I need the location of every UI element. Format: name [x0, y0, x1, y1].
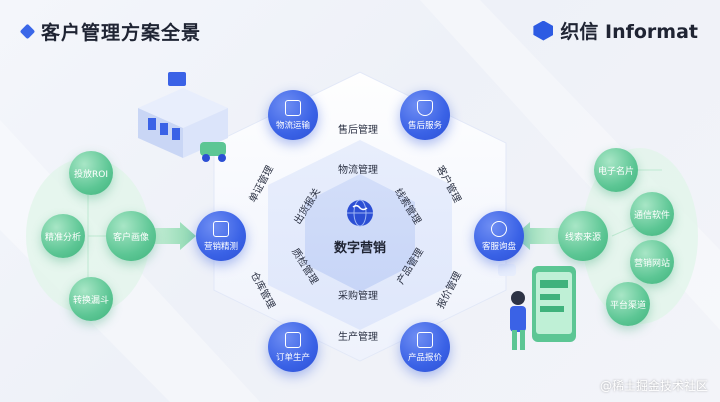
node-product-quote[interactable]: 产品报价: [400, 322, 450, 372]
node-lead-source[interactable]: 线索来源: [558, 211, 608, 261]
node-conversion-funnel-label: 转换漏斗: [72, 295, 109, 306]
node-order-production[interactable]: 订单生产: [268, 322, 318, 372]
globe-icon: [347, 199, 373, 227]
node-platform-channel[interactable]: 平台渠道: [606, 282, 650, 326]
document-icon: [213, 220, 229, 237]
node-lead-source-label: 线索来源: [564, 232, 601, 243]
node-platform-channel-label: 平台渠道: [609, 300, 646, 311]
node-customer-profile-label: 客户画像: [112, 232, 149, 243]
brand-name: 织信 Informat: [560, 21, 698, 43]
node-marketing-site[interactable]: 营销网站: [630, 240, 674, 284]
node-roi-label: 投放ROI: [74, 169, 108, 180]
node-customer-inquiry[interactable]: 客服询盘: [474, 211, 524, 261]
center-label: 数字营销: [334, 241, 387, 256]
header: 客户管理方案全景: [19, 18, 202, 45]
inner-label-bottom: 采购管理: [338, 291, 378, 302]
warehouse-icon: [138, 72, 228, 162]
node-conversion-funnel[interactable]: 转换漏斗: [69, 277, 113, 321]
edge-label-bottom: 生产管理: [338, 332, 378, 343]
node-order-production-label: 订单生产: [275, 352, 310, 363]
node-logistics-label: 物流运输: [275, 120, 310, 131]
node-e-card-label: 电子名片: [597, 166, 634, 177]
grid-icon: [417, 331, 433, 348]
brand: 织信 Informat: [533, 17, 698, 44]
warehouse-illustration: [128, 68, 238, 163]
page-title: 客户管理方案全景: [41, 22, 202, 44]
node-roi[interactable]: 投放ROI: [69, 151, 113, 195]
shield-icon: [417, 99, 433, 116]
mobile-illustration: [490, 258, 590, 358]
node-precision-analysis-label: 精准分析: [44, 232, 81, 243]
node-precision-analysis[interactable]: 精准分析: [41, 214, 85, 258]
node-marketing-forecast-label: 营销精测: [203, 241, 238, 252]
headset-icon: [491, 220, 507, 237]
phone-person-icon: [498, 264, 576, 350]
inner-label-top: 物流管理: [338, 165, 378, 176]
node-messaging-app-label: 通信软件: [633, 210, 670, 221]
brand-logo-icon: [533, 20, 554, 41]
node-after-sales-label: 售后服务: [407, 120, 442, 131]
watermark: @稀土掘金技术社区: [599, 379, 708, 393]
node-logistics[interactable]: 物流运输: [268, 90, 318, 140]
truck-icon: [285, 99, 301, 116]
node-after-sales[interactable]: 售后服务: [400, 90, 450, 140]
node-marketing-site-label: 营销网站: [633, 258, 670, 269]
pen-icon: [285, 331, 301, 348]
node-e-card[interactable]: 电子名片: [594, 148, 638, 192]
node-marketing-forecast[interactable]: 营销精测: [196, 211, 246, 261]
edge-label-top: 售后管理: [338, 125, 378, 136]
node-customer-inquiry-label: 客服询盘: [481, 241, 516, 252]
node-customer-profile[interactable]: 客户画像: [106, 211, 156, 261]
node-product-quote-label: 产品报价: [407, 352, 442, 363]
node-messaging-app[interactable]: 通信软件: [630, 192, 674, 236]
